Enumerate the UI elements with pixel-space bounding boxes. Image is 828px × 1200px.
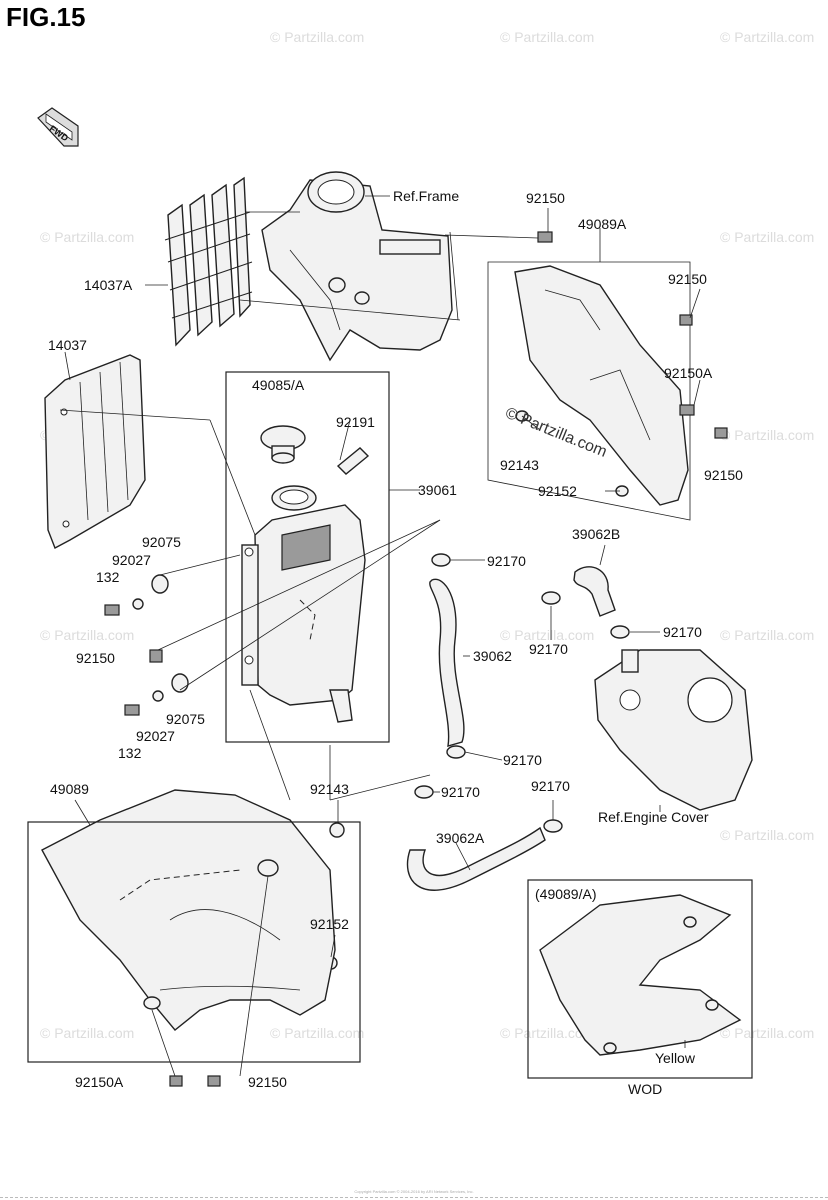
- inset-caption: WOD: [628, 1081, 662, 1097]
- engine-cover: [594, 649, 753, 811]
- callout-49085a: 49085/A: [252, 377, 305, 393]
- inset-box: [527, 879, 753, 1079]
- callout-labels: Ref.Frame 92150 49089A 92150 92150A 9214…: [48, 188, 743, 1097]
- radiator-cap: [260, 425, 306, 464]
- callout-39062b: 39062B: [572, 526, 620, 542]
- callout-14037a: 14037A: [84, 277, 133, 293]
- inset-color-note: Yellow: [655, 1050, 696, 1066]
- watermark-text: © Partzilla.com: [720, 627, 814, 643]
- radiator-grille-14037a: [164, 176, 253, 347]
- watermark-text: © Partzilla.com: [270, 29, 364, 45]
- callout-92027: 92027: [136, 728, 175, 744]
- callout-92150a: 92150A: [75, 1074, 124, 1090]
- callout-92170: 92170: [531, 778, 570, 794]
- leader-lines: [59, 195, 701, 1077]
- callout-92143: 92143: [310, 781, 349, 797]
- breather-hose-92191: [336, 447, 370, 475]
- bolts: [104, 231, 728, 1087]
- footer-divider: [0, 1197, 828, 1198]
- radiator-assembly-box: [225, 371, 390, 743]
- watermark-text: © Partzilla.com: [40, 627, 134, 643]
- watermark-text: © Partzilla.com: [720, 229, 814, 245]
- callout-132: 132: [118, 745, 142, 761]
- callout-92152: 92152: [310, 916, 349, 932]
- watermark-text: © Partzilla.com: [500, 29, 594, 45]
- callout-92027: 92027: [112, 552, 151, 568]
- watermark-text: © Partzilla.com: [720, 427, 814, 443]
- watermark-text: © Partzilla.com: [500, 1025, 594, 1041]
- callout-92170: 92170: [441, 784, 480, 800]
- callout-92075: 92075: [166, 711, 205, 727]
- callout-92150a: 92150A: [664, 365, 713, 381]
- watermark-text: © Partzilla.com: [40, 229, 134, 245]
- watermark-text: © Partzilla.com: [40, 1025, 134, 1041]
- inset-shroud: [539, 894, 742, 1056]
- callout-92150: 92150: [704, 467, 743, 483]
- callout-39062: 39062: [473, 648, 512, 664]
- footer-copyright: Copyright Partzilla.com © 2004-2016 by A…: [354, 1189, 474, 1194]
- shroud-49089-box: [27, 821, 361, 1063]
- callout-39062a: 39062A: [436, 830, 485, 846]
- watermark-text: © Partzilla.com: [720, 827, 814, 843]
- callout-92143: 92143: [500, 457, 539, 473]
- callout-ref-frame: Ref.Frame: [393, 188, 459, 204]
- hose-clamps: [414, 553, 630, 833]
- callout-92170: 92170: [529, 641, 568, 657]
- callout-92150: 92150: [76, 650, 115, 666]
- callout-92150: 92150: [248, 1074, 287, 1090]
- hose-39062a: [406, 826, 546, 891]
- callout-49089a: 49089A: [578, 216, 627, 232]
- callout-92150: 92150: [526, 190, 565, 206]
- callout-92075: 92075: [142, 534, 181, 550]
- callout-92170: 92170: [487, 553, 526, 569]
- callout-39061: 39061: [418, 482, 457, 498]
- watermark-text: © Partzilla.com: [720, 29, 814, 45]
- hose-39062: [429, 578, 465, 747]
- shroud-14037: [44, 354, 146, 549]
- callout-49089: 49089: [50, 781, 89, 797]
- watermark-text: © Partzilla.com: [500, 627, 594, 643]
- callout-92150: 92150: [668, 271, 707, 287]
- callout-92170: 92170: [503, 752, 542, 768]
- callout-92170: 92170: [663, 624, 702, 640]
- shroud-49089a-box: [487, 261, 691, 521]
- watermark-text: © Partzilla.com: [720, 1025, 814, 1041]
- shroud-49089a: [514, 265, 689, 506]
- callout-14037: 14037: [48, 337, 87, 353]
- callout-92191: 92191: [336, 414, 375, 430]
- shroud-49089: [41, 789, 336, 1031]
- hose-39062b: [573, 566, 616, 617]
- figure-title: FIG.15: [6, 2, 86, 32]
- radiator-39061: [241, 485, 366, 723]
- watermark-text: © Partzilla.com: [270, 1025, 364, 1041]
- inset-title: (49089/A): [535, 886, 596, 902]
- callout-132: 132: [96, 569, 120, 585]
- callout-92152: 92152: [538, 483, 577, 499]
- callout-ref-engine-cover: Ref.Engine Cover: [598, 809, 709, 825]
- fwd-arrow-icon: FWD: [37, 107, 79, 147]
